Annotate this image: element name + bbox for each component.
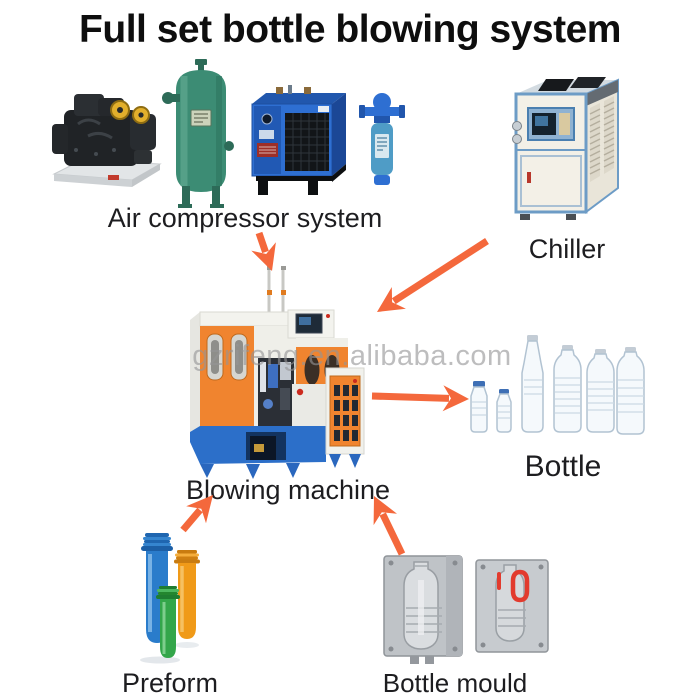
chiller-image — [512, 77, 619, 220]
watermark-text: gzrifeng.en.alibaba.com — [192, 340, 512, 372]
air-compressor-label: Air compressor system — [107, 203, 383, 233]
blowing-machine-image — [190, 266, 365, 479]
preform-label: Preform — [121, 668, 219, 698]
air-filter-image — [359, 93, 405, 185]
arrow-blowing-machine-to-bottle-icon — [371, 385, 469, 412]
blowing-machine-label: Blowing machine — [185, 475, 391, 505]
air-dryer-image — [251, 85, 346, 195]
page-title: Full set bottle blowing system — [79, 8, 621, 51]
bottle-label: Bottle — [524, 450, 602, 483]
air-storage-tank-image — [162, 59, 234, 208]
arrow-chiller-to-blowing-machine-icon — [377, 238, 489, 312]
bottle-mould-image — [383, 555, 549, 664]
preform-set-image — [140, 533, 200, 664]
bottle-set-image — [470, 335, 645, 435]
chiller-label: Chiller — [528, 234, 606, 264]
air-compressor-pump-image — [52, 94, 162, 187]
bottle-mould-label: Bottle mould — [382, 668, 528, 698]
